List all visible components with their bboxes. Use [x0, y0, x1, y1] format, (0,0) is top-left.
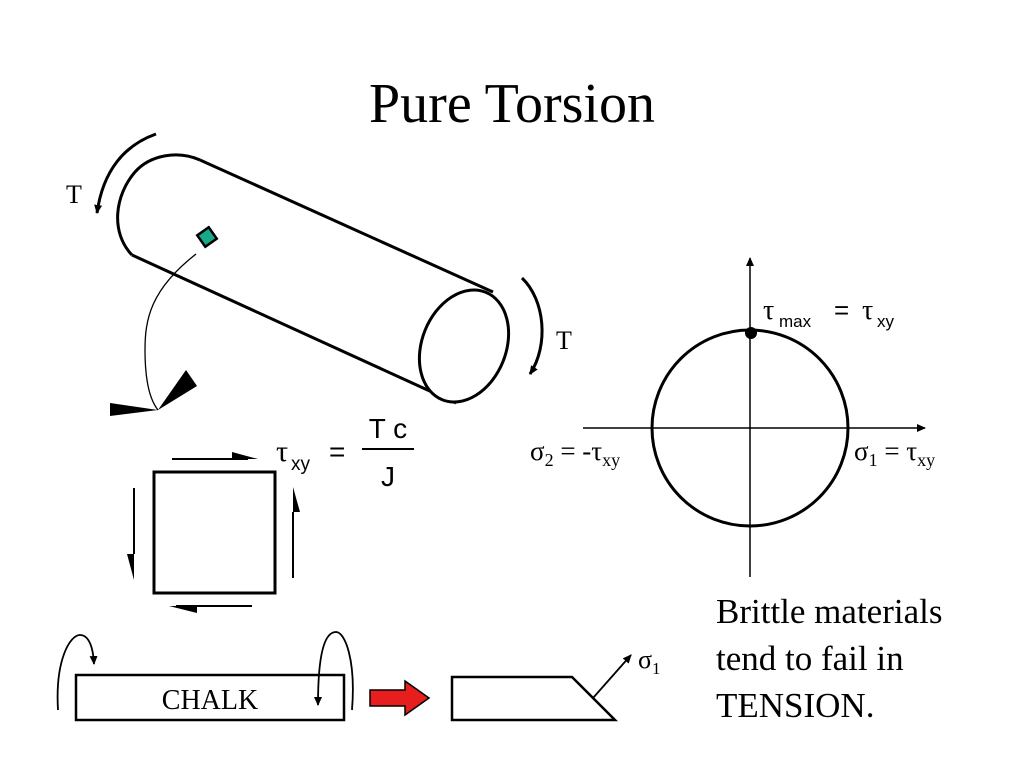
- note-line: Brittle materials: [716, 592, 943, 631]
- tau-xy-symbol: τ: [862, 295, 873, 326]
- page-title: Pure Torsion: [369, 73, 655, 135]
- formula-equals: =: [329, 436, 345, 467]
- formula-denominator: J: [381, 461, 395, 492]
- torque-arrow-left: [94, 132, 157, 214]
- chalk-label: CHALK: [162, 685, 258, 716]
- transition-arrow: [369, 679, 431, 717]
- tau-xy-sub: xy: [877, 312, 895, 331]
- failure-sigma-label: σ1: [638, 645, 661, 678]
- tau-max-point: [745, 327, 757, 339]
- shaft-cylinder: [116, 153, 511, 405]
- brittle-note: Brittle materials tend to fail in TENSIO…: [716, 588, 942, 729]
- pure-shear-element: [127, 452, 300, 613]
- shear-formula: τ xy = T c J: [276, 413, 414, 492]
- formula-numerator: T c: [369, 413, 407, 444]
- tau-max-symbol: τ: [763, 295, 774, 326]
- torque-arrow-right: [520, 276, 544, 375]
- formula-tau: τ: [276, 435, 288, 468]
- note-line: tend to fail in: [716, 639, 904, 678]
- leader-line: [144, 253, 197, 411]
- mohr-circle: [583, 257, 926, 577]
- sigma1-label: σ1 = τxy: [854, 436, 935, 470]
- note-line: TENSION.: [716, 686, 875, 725]
- tau-max-equals: =: [834, 295, 849, 325]
- torque-label-right: T: [556, 326, 572, 355]
- tau-max-label: τ max = τ xy: [763, 295, 895, 331]
- formula-tau-sub: xy: [291, 454, 311, 475]
- torque-label-left: T: [66, 180, 82, 209]
- fractured-chalk: [450, 675, 619, 722]
- stress-element-marker: [195, 225, 219, 249]
- twist-arrow-right: [314, 631, 354, 711]
- sigma2-label: σ2 = -τxy: [530, 436, 620, 470]
- magnifier-wedges: [110, 370, 197, 416]
- tension-arrow: [592, 654, 632, 699]
- chalk-specimen: CHALK: [74, 673, 346, 722]
- twist-arrow-left: [56, 634, 98, 711]
- tau-max-sub: max: [779, 312, 812, 331]
